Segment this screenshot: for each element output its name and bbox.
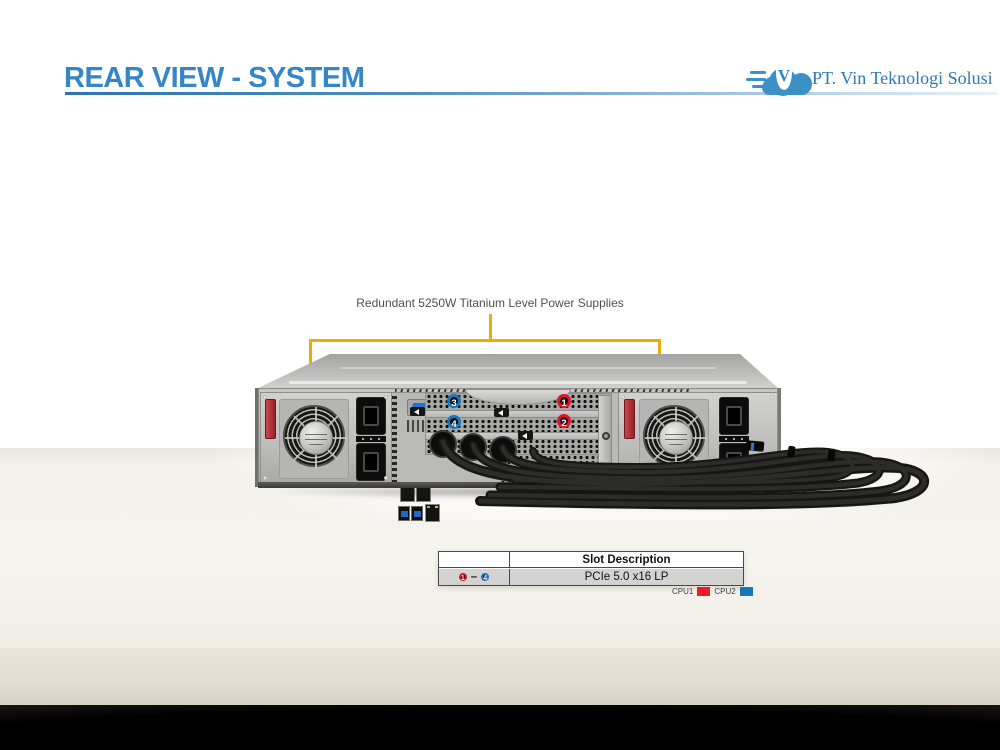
slot-badge-1: 1: [557, 394, 571, 409]
psu-left-handle: [265, 399, 276, 439]
power-inlet: [719, 397, 749, 435]
usb-port: [398, 506, 410, 521]
psu-led: [725, 438, 727, 440]
cable-bundle: [429, 430, 930, 510]
fan-hub-label: [659, 421, 693, 455]
chassis-lid: [258, 354, 778, 388]
hub-text-line: [305, 439, 327, 440]
fan-hub-label: [299, 421, 333, 455]
page-title: REAR VIEW - SYSTEM: [64, 62, 365, 94]
title-underline: [65, 92, 997, 95]
callout-horizontal-line: [309, 339, 661, 342]
lan-led: [435, 506, 438, 508]
cable-tie: [787, 445, 796, 458]
psu-left-fan: [283, 405, 347, 469]
usb-port: [411, 506, 423, 521]
cpu-legend: CPU1 CPU2: [672, 587, 753, 596]
logo-speed-line: [752, 85, 765, 88]
inlet-socket: [726, 406, 742, 426]
power-inlet: [356, 443, 386, 481]
slot-badge-4: 4: [447, 415, 461, 430]
slot-description-table: Slot Description 1 – 4 PCIe 5.0 x16 LP: [438, 551, 744, 586]
thumbscrew: [602, 432, 610, 440]
hub-text-line: [665, 434, 687, 435]
psu-led: [733, 438, 735, 440]
slot-range-header: [439, 552, 510, 567]
lan-led: [427, 506, 430, 508]
lid-reflection: [341, 367, 716, 369]
slot-range-cell: 1 – 4: [439, 569, 510, 585]
logo-speed-line: [746, 78, 766, 81]
vent-column: [392, 396, 397, 484]
slot-arrow-icon: [494, 408, 509, 417]
screw: [384, 395, 388, 399]
cable-braid-texture: [440, 439, 927, 507]
slot-arrow-icon: [410, 407, 425, 416]
cable-tie: [827, 449, 836, 462]
backdrop-table-edge: [0, 648, 1000, 705]
table-data-row: 1 – 4 PCIe 5.0 x16 LP: [439, 568, 743, 585]
usb-tab: [414, 511, 421, 517]
logo-speed-line: [750, 71, 766, 74]
table-header-row: Slot Description: [439, 552, 743, 568]
ipmi-lan-port: [425, 504, 440, 522]
screw: [770, 395, 774, 399]
hub-text-line: [305, 434, 327, 435]
connector-blue-band: [750, 442, 755, 451]
legend-cpu2-swatch: [739, 587, 753, 596]
logo-monogram: V: [776, 64, 792, 90]
legend-cpu2-label: CPU2: [714, 587, 736, 596]
psu-led: [362, 438, 364, 440]
slot-description-cell: PCIe 5.0 x16 LP: [584, 571, 669, 583]
slot-badge-2: 2: [557, 414, 571, 429]
inlet-socket: [363, 452, 379, 472]
inlet-socket: [363, 406, 379, 426]
screw: [263, 395, 267, 399]
screw: [621, 395, 625, 399]
hub-text-line: [665, 439, 687, 440]
psu-led: [741, 438, 743, 440]
legend-cpu1-label: CPU1: [672, 587, 694, 596]
psu-led: [370, 438, 372, 440]
logo-company-name: PT. Vin Teknologi Solusi: [812, 68, 993, 88]
callout-stub-line: [489, 314, 492, 340]
slot-badge-3: 3: [447, 394, 461, 409]
psu-led-strip: [356, 436, 386, 442]
psu-led-strip: [719, 436, 749, 442]
chassis-right-edge: [778, 388, 781, 487]
psu-right-handle: [624, 399, 635, 439]
backdrop-dark-band: [0, 705, 1000, 750]
usb-tab: [401, 511, 408, 517]
legend-cpu1-swatch: [697, 587, 711, 596]
psu-led: [378, 438, 380, 440]
annotation-label: Redundant 5250W Titanium Level Power Sup…: [356, 296, 624, 310]
range-end-badge: 4: [481, 573, 490, 582]
screw: [263, 476, 267, 480]
screw: [384, 476, 388, 480]
slot-arrow-icon: [518, 431, 533, 440]
hub-text-line: [309, 444, 323, 445]
slot-description-header: Slot Description: [582, 554, 671, 566]
psu-left: [260, 392, 392, 484]
lid-reflection: [289, 381, 747, 384]
hub-text-line: [669, 444, 683, 445]
chassis-left-edge: [255, 388, 259, 487]
power-inlet: [356, 397, 386, 435]
range-start-badge: 1: [458, 573, 467, 582]
cable-connector: [745, 440, 765, 452]
range-dash: –: [470, 570, 478, 583]
cable-connectors: [745, 440, 836, 462]
psu-right-fan: [643, 405, 707, 469]
company-logo: V PT. Vin Teknologi Solusi: [746, 54, 995, 98]
pcie-slot-bracket: [426, 410, 611, 418]
